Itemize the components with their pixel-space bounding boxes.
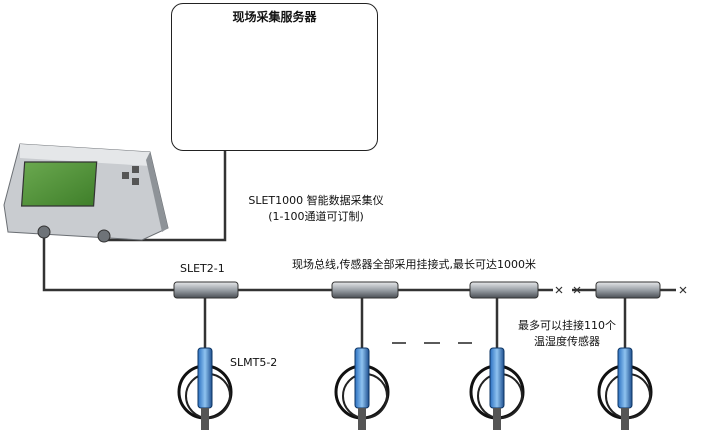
capacity-line-2: 温湿度传感器 [534, 335, 600, 348]
bus-continuation-marks [555, 286, 687, 294]
collector-name: SLET1000 智能数据采集仪 [248, 194, 384, 207]
sensor-2 [334, 347, 390, 430]
capacity-line-1: 最多可以挂接110个 [518, 319, 616, 332]
junction-model-label: SLET2-1 [180, 262, 225, 275]
sensor-3 [469, 347, 525, 430]
sensor-1 [177, 347, 233, 430]
collector-label: SLET1000 智能数据采集仪 (1-100通道可订制) [236, 192, 396, 224]
server-group-title: 现场采集服务器 [232, 10, 317, 24]
bus-junction-modules [173, 281, 661, 299]
server-group-box: 现场采集服务器 [171, 3, 378, 151]
capacity-note: 最多可以挂接110个 温湿度传感器 [512, 317, 622, 349]
sensor-model-label: SLMT5-2 [230, 356, 278, 369]
data-collector-device [3, 143, 169, 243]
bus-description: 现场总线,传感器全部采用挂接式,最长可达1000米 [292, 258, 536, 271]
sensor-4 [597, 347, 653, 430]
collector-channels: (1-100通道可订制) [268, 210, 364, 223]
